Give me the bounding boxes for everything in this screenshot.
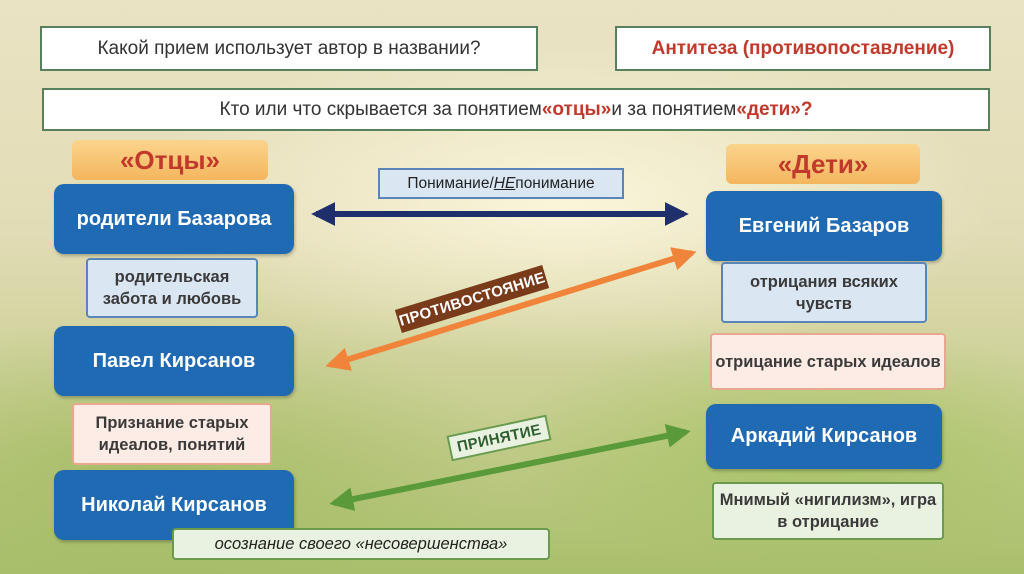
question-fathers-children: Кто или что скрывается за понятием «отцы…: [42, 88, 990, 131]
answer-antithesis: Антитеза (противопоставление): [615, 26, 991, 71]
word-children: «дети»: [736, 98, 801, 120]
bazarov-parents-note: родительская забота и любовь: [86, 258, 258, 318]
question-what-device: Какой прием использует автор в названии?: [40, 26, 538, 71]
question-part1: Кто или что скрывается за понятием: [219, 98, 542, 120]
children-header: «Дети»: [726, 144, 920, 184]
arkady-kirsanov-note: Мнимый «нигилизм», игра в отрицание: [712, 482, 944, 540]
pavel-kirsanov-box: Павел Кирсанов: [54, 326, 294, 396]
bazarov-parents-box: родители Базарова: [54, 184, 294, 254]
word-fathers: «отцы»: [541, 98, 612, 120]
confrontation-arrow: [325, 247, 697, 371]
evgeny-bazarov-note: отрицания всяких чувств: [721, 262, 927, 323]
understanding-part2: понимание: [515, 174, 595, 192]
question-mark: ?: [800, 98, 813, 120]
arkady-kirsanov-box: Аркадий Кирсанов: [706, 404, 942, 469]
understanding-part1: Понимание/: [407, 174, 494, 192]
old-ideals-denial-note: отрицание старых идеалов: [710, 333, 946, 390]
fathers-header: «Отцы»: [72, 140, 268, 180]
understanding-not: НЕ: [493, 174, 516, 192]
evgeny-bazarov-box: Евгений Базаров: [706, 191, 942, 261]
acceptance-arrow: [329, 424, 691, 511]
nikolai-kirsanov-note: осознание своего «несовершенства»: [172, 528, 550, 560]
question-part2: и за понятием: [611, 98, 737, 120]
pavel-kirsanov-note: Признание старых идеалов, понятий: [72, 403, 272, 465]
